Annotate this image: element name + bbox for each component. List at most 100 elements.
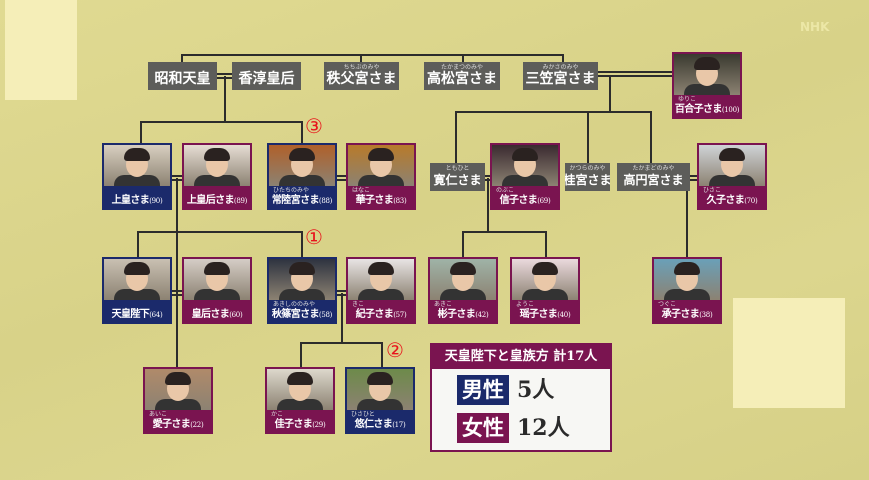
member-card[interactable]: つぐこ承子さま(38)	[652, 257, 722, 324]
ancestor-name: 香淳皇后	[238, 71, 295, 87]
connector-line	[587, 111, 589, 163]
member-label: ひたちのみや常陸宮さま(88)	[269, 186, 335, 208]
member-card[interactable]: 天皇陛下(64)	[102, 257, 172, 324]
member-card[interactable]: ひさこ久子さま(70)	[697, 143, 767, 210]
member-card[interactable]: 皇后さま(60)	[182, 257, 252, 324]
member-label: 上皇さま(90)	[104, 186, 170, 208]
member-card[interactable]: あきこ彬子さま(42)	[428, 257, 498, 324]
member-photo	[430, 259, 496, 300]
furigana: のぶこ	[496, 187, 515, 194]
member-name-row: 上皇さま(90)	[112, 194, 163, 208]
member-card[interactable]: きこ紀子さま(57)	[346, 257, 416, 324]
member-age: (40)	[557, 311, 571, 319]
connector-line	[341, 293, 343, 343]
member-card[interactable]: あきしののみや秋篠宮さま(58)	[267, 257, 337, 324]
ancestor-name: 高松宮さま	[427, 71, 497, 87]
member-photo	[674, 54, 740, 95]
marker-3: ③	[305, 114, 323, 138]
photo-body	[684, 84, 730, 95]
member-name-row: 秋篠宮さま(58)	[272, 308, 332, 322]
member-photo	[492, 145, 558, 186]
member-name-row: 百合子さま(100)	[675, 103, 740, 117]
member-name: 承子さま	[661, 309, 700, 320]
member-photo	[104, 259, 170, 300]
marriage-line	[689, 175, 698, 181]
member-name-row: 佳子さま(29)	[275, 418, 326, 432]
furigana: きこ	[352, 301, 365, 308]
member-name: 常陸宮さま	[271, 195, 320, 206]
member-photo	[654, 259, 720, 300]
connector-line	[462, 54, 464, 63]
member-card[interactable]: あいこ愛子さま(22)	[143, 367, 213, 434]
connector-line	[140, 121, 142, 144]
connector-line	[181, 54, 183, 63]
photo-hair	[124, 148, 150, 161]
photo-hair	[674, 262, 700, 275]
male-count: 5人	[517, 377, 555, 403]
member-photo	[184, 145, 250, 186]
member-label: のぶこ信子さま(69)	[492, 186, 558, 208]
connector-line	[360, 54, 362, 63]
connector-line	[176, 178, 178, 367]
furigana: ようこ	[516, 301, 535, 308]
female-count: 12人	[517, 415, 570, 441]
female-label: 女性	[457, 413, 509, 443]
member-card[interactable]: ゆりこ百合子さま(100)	[672, 52, 742, 119]
member-label: はなこ華子さま(83)	[348, 186, 414, 208]
furigana: ゆりこ	[678, 96, 697, 103]
photo-body	[279, 289, 325, 300]
member-name-row: 天皇陛下(64)	[112, 308, 163, 322]
photo-body	[194, 289, 240, 300]
member-name: 久子さま	[706, 195, 745, 206]
photo-hair	[719, 148, 745, 161]
furigana: かこ	[271, 411, 284, 418]
photo-body	[358, 289, 404, 300]
photo-hair	[450, 262, 476, 275]
connector-line	[137, 231, 303, 233]
member-card[interactable]: 上皇后さま(89)	[182, 143, 252, 210]
member-age: (57)	[393, 311, 407, 319]
member-card[interactable]: ようこ瑶子さま(40)	[510, 257, 580, 324]
ancestor-name: 三笠宮さま	[525, 71, 596, 87]
member-label: ようこ瑶子さま(40)	[512, 300, 578, 322]
summary-title: 天皇陛下と皇族方 計17人	[432, 345, 610, 369]
photo-body	[114, 175, 160, 186]
connector-line	[686, 178, 688, 257]
member-name: 紀子さま	[355, 309, 394, 320]
member-name: 信子さま	[499, 195, 538, 206]
member-photo	[104, 145, 170, 186]
member-name-row: 彬子さま(42)	[438, 308, 489, 322]
photo-body	[194, 175, 240, 186]
connector-line	[462, 231, 464, 257]
ancestor-box: たかまつのみや高松宮さま	[424, 62, 500, 90]
deceased-member-name: 桂宮さま	[565, 173, 610, 187]
marriage-line	[336, 175, 347, 181]
summary-panel: 天皇陛下と皇族方 計17人 男性 5人 女性 12人	[430, 343, 612, 452]
member-card[interactable]: ひさひと悠仁さま(17)	[345, 367, 415, 434]
furigana: たかまつのみや	[440, 64, 483, 71]
member-age: (100)	[721, 106, 740, 114]
member-card[interactable]: のぶこ信子さま(69)	[490, 143, 560, 210]
furigana: ひさひと	[351, 411, 375, 418]
photo-hair	[532, 262, 558, 275]
member-name-row: 上皇后さま(89)	[187, 194, 247, 208]
member-age: (64)	[149, 311, 163, 319]
member-name: 佳子さま	[274, 419, 313, 430]
member-label: あきこ彬子さま(42)	[430, 300, 496, 322]
member-name: 天皇陛下	[111, 309, 150, 320]
member-name-row: 承子さま(38)	[662, 308, 713, 322]
member-age: (17)	[392, 421, 406, 429]
member-photo	[267, 369, 333, 410]
member-card[interactable]: ひたちのみや常陸宮さま(88)	[267, 143, 337, 210]
member-name-row: 華子さま(83)	[356, 194, 407, 208]
photo-body	[664, 289, 710, 300]
connector-line	[140, 121, 303, 123]
member-card[interactable]: 上皇さま(90)	[102, 143, 172, 210]
photo-hair	[367, 372, 393, 385]
connector-line	[300, 342, 383, 344]
member-card[interactable]: はなこ華子さま(83)	[346, 143, 416, 210]
member-card[interactable]: かこ佳子さま(29)	[265, 367, 335, 434]
member-label: つぐこ承子さま(38)	[654, 300, 720, 322]
photo-body	[277, 399, 323, 410]
member-name: 皇后さま	[191, 309, 230, 320]
